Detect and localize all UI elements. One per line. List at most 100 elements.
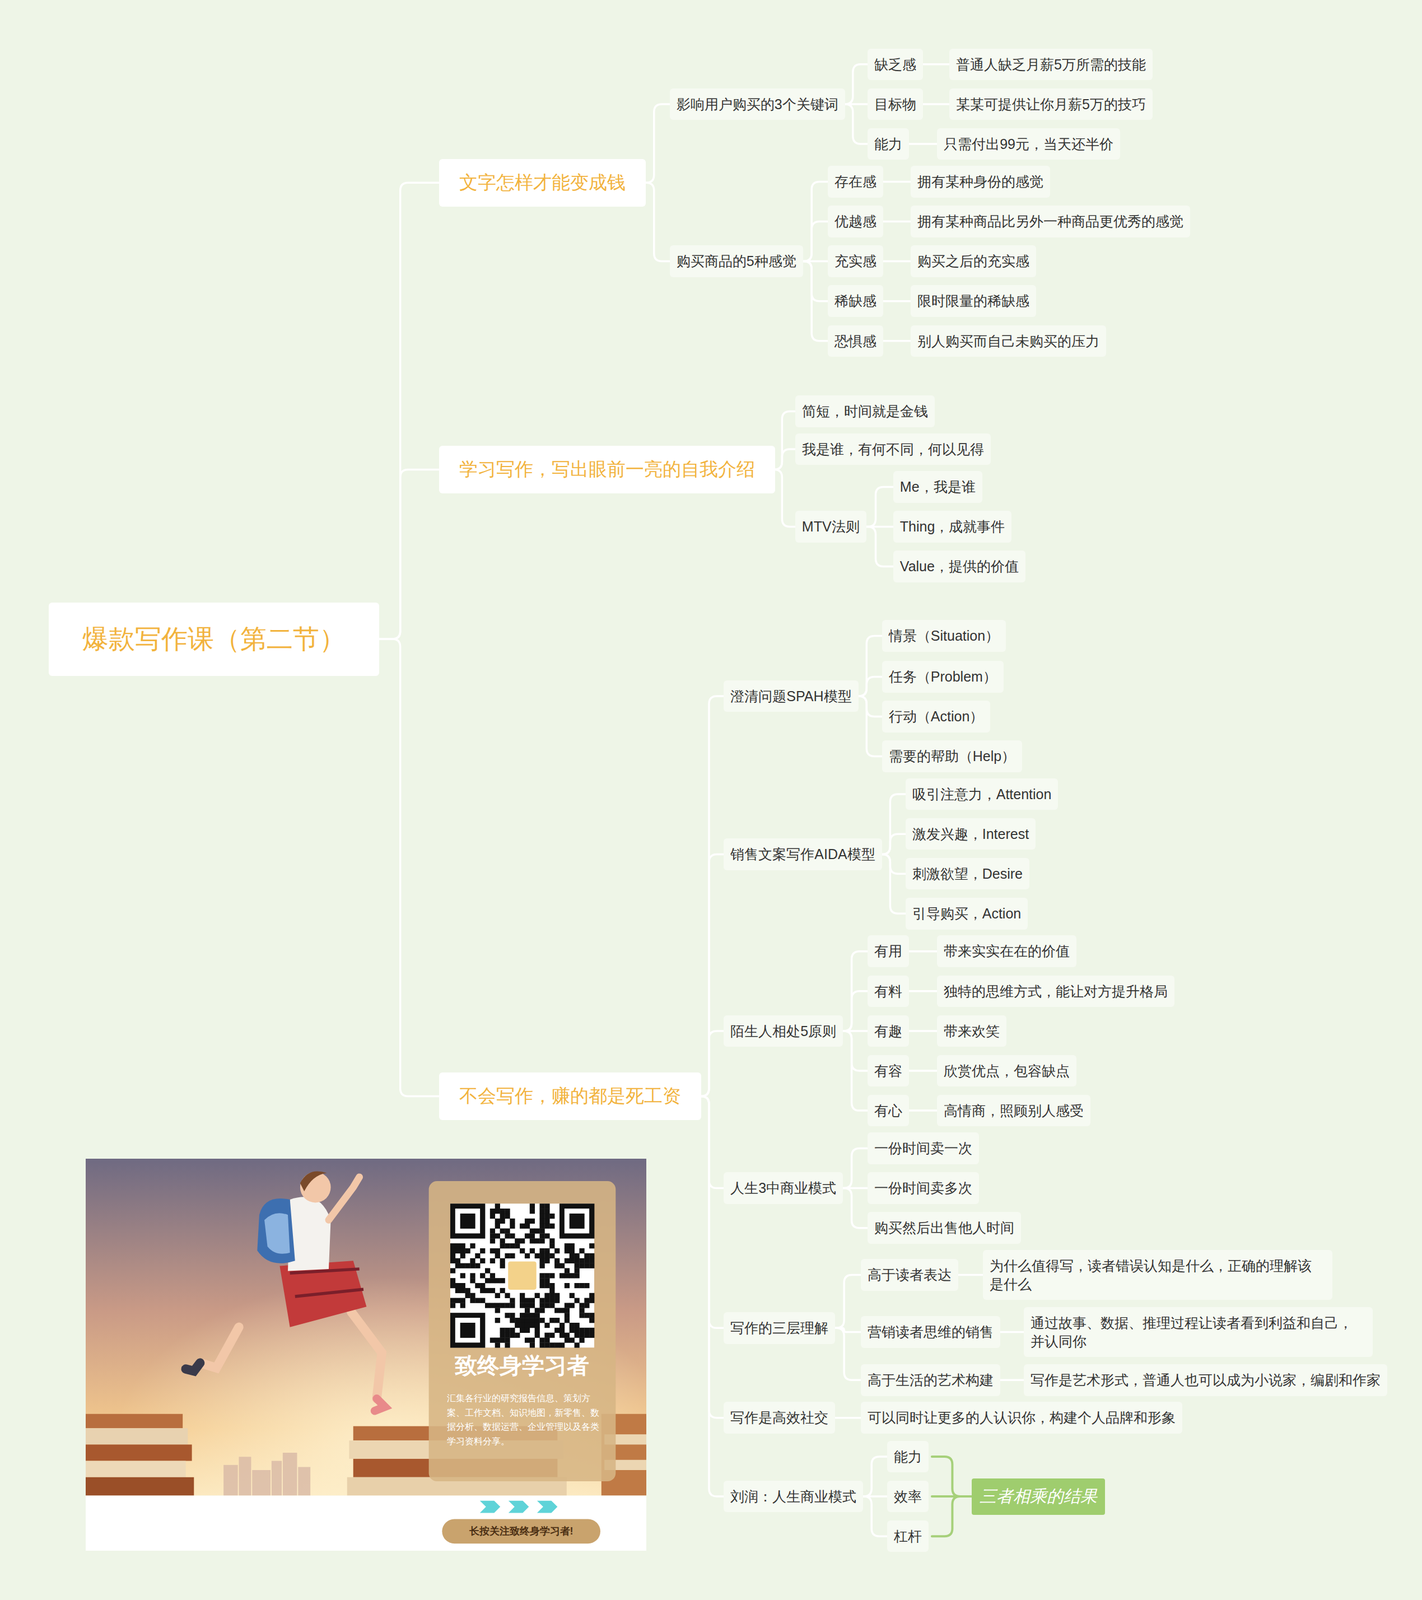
subtopic: 写作是高效社交 (723, 1401, 836, 1434)
subtopic: 销售文案写作AIDA模型 (723, 838, 882, 871)
subtopic: MTV法则 (795, 510, 867, 543)
branch-line (803, 261, 829, 302)
poster-footer (85, 1495, 647, 1551)
main-topic: 不会写作，赚的都是死工资 (439, 1072, 702, 1121)
node-text: 简短，时间就是金钱 (802, 402, 929, 421)
subtopic: 我是谁，有何不同，何以见得 (795, 433, 991, 466)
node-text: 刺激欲望，Desire (912, 864, 1023, 884)
subtopic: 吸引注意力，Attention (905, 778, 1059, 811)
node-text: Thing，成就事件 (900, 517, 1006, 536)
subtopic: 一份时间卖多次 (867, 1172, 979, 1205)
branch-line (866, 486, 894, 527)
poster-title: 致终身学习者 (428, 1351, 616, 1379)
sun-glow (85, 1158, 647, 1496)
branch-line (842, 991, 868, 1032)
subtopic: 只需付出99元，当天还半价 (936, 128, 1121, 161)
subtopic: 可以同时让更多的人认识你，构建个人品牌和形象 (860, 1401, 1183, 1434)
branch-line (842, 1188, 868, 1229)
node-text: 购买商品的5种感觉 (676, 252, 797, 271)
node-text: 有趣 (874, 1022, 903, 1041)
branch-line (645, 182, 670, 261)
node-text: 陌生人相处5原则 (730, 1022, 837, 1041)
subtopic: 简短，时间就是金钱 (795, 395, 935, 428)
node-text: 澄清问题SPAH模型 (730, 687, 852, 706)
branch-line (842, 951, 868, 1032)
node-text: 影响用户购买的3个关键词 (676, 95, 839, 114)
node-text: 一份时间卖多次 (874, 1178, 973, 1198)
node-text: 带来欢笑 (943, 1022, 1000, 1041)
node-text: MTV法则 (802, 517, 860, 536)
branch-line (882, 794, 906, 855)
subtopic: 欣赏优点，包容缺点 (936, 1055, 1077, 1088)
subtopic: 充实感 (827, 245, 884, 278)
subtopic: 缺乏感 (867, 48, 923, 81)
branch-line (835, 1417, 861, 1419)
subtopic: 高情商，照顾别人感受 (936, 1094, 1091, 1127)
qr-ground (450, 1203, 595, 1348)
branch-line (701, 1096, 725, 1497)
qr-code (450, 1203, 595, 1348)
subtopic: 有心 (867, 1094, 909, 1127)
subtopic: 带来欢笑 (936, 1015, 1007, 1048)
node-text: 欣赏优点，包容缺点 (943, 1061, 1070, 1081)
subtopic: 别人购买而自己未购买的压力 (910, 325, 1107, 358)
node-text: 有心 (874, 1101, 903, 1121)
node-text: 普通人缺乏月薪5万所需的技能 (956, 55, 1146, 74)
subtopic: 情景（Situation） (882, 619, 1006, 652)
node-text: 为什么值得写，读者错误认知是什么，正确的理解该是什么 (989, 1256, 1326, 1294)
branch-line (803, 181, 829, 261)
node-text: 拥有某种身份的感觉 (917, 172, 1044, 191)
branch-line (701, 1031, 725, 1097)
node-text: 我是谁，有何不同，何以见得 (802, 440, 985, 459)
branch-line (774, 411, 795, 470)
node-text: 存在感 (834, 172, 877, 191)
node-text: 高于生活的艺术构建 (867, 1371, 994, 1390)
subtopic: 拥有某种商品比另外一种商品更优秀的感觉 (910, 205, 1191, 238)
subtopic: 需要的帮助（Help） (882, 740, 1023, 773)
node-text: 爆款写作课（第二节） (82, 621, 346, 657)
node-text: 优越感 (834, 212, 877, 231)
subtopic: 营销读者思维的销售 (860, 1316, 1001, 1349)
subtopic: Me，我是谁 (893, 471, 983, 503)
branch-line (922, 63, 950, 65)
subtopic: 优越感 (827, 205, 884, 238)
qr-panel (429, 1181, 617, 1482)
subtopic: 购买商品的5种感觉 (669, 245, 804, 278)
branch-line (842, 1031, 868, 1111)
subtopic: 高于生活的艺术构建 (860, 1364, 1001, 1397)
arrows (479, 1500, 558, 1514)
node-text: 只需付出99元，当天还半价 (943, 134, 1114, 154)
branch-line (958, 1274, 984, 1276)
node-text: 拥有某种商品比另外一种商品更优秀的感觉 (917, 212, 1184, 231)
subtopic: 有趣 (867, 1015, 909, 1048)
node-text: 有用 (874, 942, 903, 961)
subtopic: 目标物 (867, 88, 923, 121)
subtopic: 为什么值得写，读者错误认知是什么，正确的理解该是什么 (982, 1250, 1332, 1300)
subtopic: 通过故事、数据、推理过程让读者看到利益和自己，并认同你 (1023, 1307, 1373, 1358)
subtopic: 高于读者表达 (860, 1259, 959, 1291)
subtopic: 购买之后的充实感 (910, 245, 1037, 278)
branch-line (858, 636, 883, 697)
node-text: 充实感 (834, 252, 877, 271)
node-text: 人生3中商业模式 (730, 1178, 837, 1198)
branch-line (701, 1096, 725, 1189)
subtopic: 影响用户购买的3个关键词 (669, 88, 846, 121)
subtopic: 购买然后出售他人时间 (867, 1211, 1021, 1244)
subtopic: 独特的思维方式，能让对方提升格局 (936, 975, 1175, 1008)
branch-line (645, 104, 670, 183)
branch-line (379, 182, 439, 640)
branch-line (882, 833, 906, 855)
node-text: 情景（Situation） (888, 626, 1000, 646)
node-text: 三者相乘的结果 (979, 1485, 1098, 1509)
subtopic: 有容 (867, 1055, 909, 1088)
subtopic: 澄清问题SPAH模型 (723, 680, 859, 713)
node-text: 效率 (893, 1487, 922, 1507)
node-text: 有容 (874, 1061, 903, 1081)
branch-line (883, 300, 911, 302)
branch-line (845, 64, 869, 105)
node-text: 有料 (874, 982, 903, 1001)
node-text: 别人购买而自己未购买的压力 (917, 332, 1100, 351)
subtopic: 某某可提供让你月薪5万的技巧 (949, 88, 1153, 121)
subtopic: 能力 (867, 128, 909, 161)
branch-line (803, 261, 829, 342)
